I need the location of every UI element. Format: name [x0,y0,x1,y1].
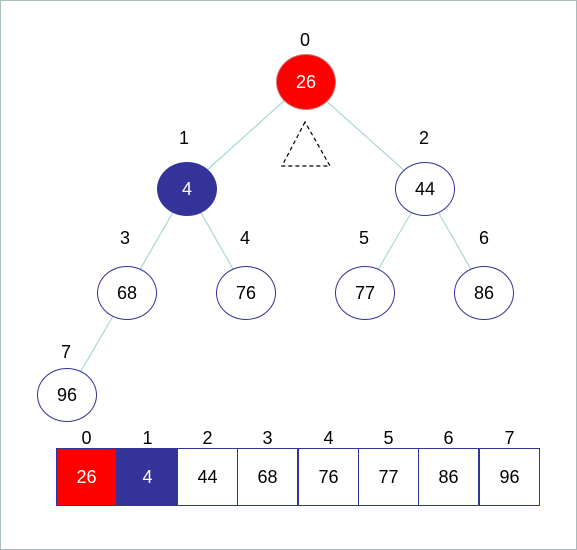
array-cell-1: 4 [117,448,178,506]
tree-index-4: 4 [239,228,250,248]
array-index-3: 3 [262,428,273,448]
tree-node-2: 44 [395,162,455,216]
tree-node-1: 4 [157,162,217,216]
tree-node-0: 26 [276,54,336,110]
array-cell-5: 77 [358,448,419,506]
tree-index-3: 3 [119,228,130,248]
array-index-0: 0 [81,428,92,448]
array-cell-3: 68 [237,448,298,506]
tree-node-5: 77 [335,266,395,320]
array-cell-0: 26 [56,448,117,506]
array-index-2: 2 [202,428,213,448]
array-index-7: 7 [504,428,515,448]
array-index-5: 5 [383,428,394,448]
tree-index-5: 5 [358,228,369,248]
tree-index-1: 1 [178,128,189,148]
tree-index-0: 0 [299,30,310,50]
swap-triangle-marker [281,120,332,167]
array-cell-4: 76 [298,448,359,506]
tree-node-6: 86 [454,266,514,320]
array-index-6: 6 [443,428,454,448]
array-cell-7: 96 [479,448,540,506]
array-cell-6: 86 [418,448,479,506]
tree-node-4: 76 [216,266,276,320]
tree-index-2: 2 [418,128,429,148]
array-cell-2: 44 [177,448,238,506]
tree-node-7: 96 [37,368,97,422]
array-index-4: 4 [323,428,334,448]
array-index-1: 1 [142,428,153,448]
tree-index-6: 6 [478,228,489,248]
tree-node-3: 68 [97,266,157,320]
tree-index-7: 7 [60,342,71,362]
